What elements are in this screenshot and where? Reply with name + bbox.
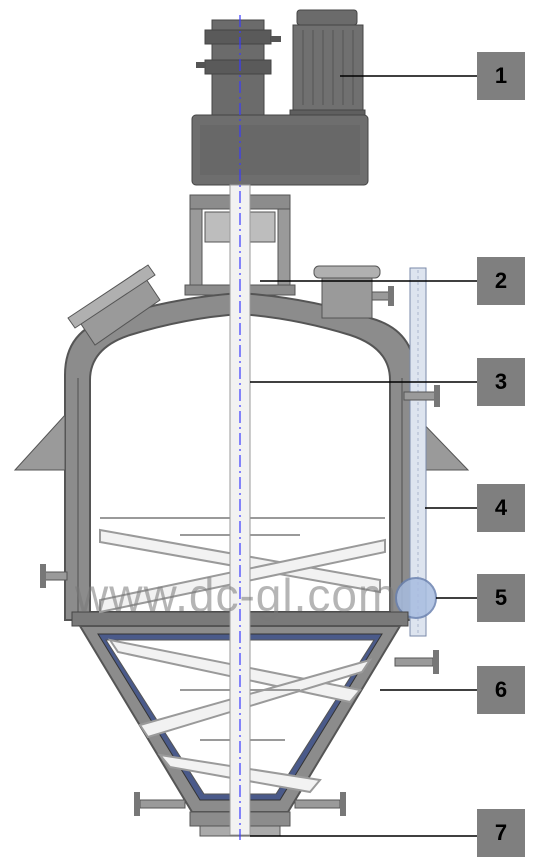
callout-2: 2: [477, 257, 525, 305]
watermark-text: www.dc-gl.com: [75, 569, 398, 621]
motor-icon: [289, 9, 366, 126]
leader-lines: [250, 75, 478, 837]
callout-1: 1: [477, 52, 525, 100]
level-gauge: [403, 267, 440, 637]
gearbox: [191, 19, 369, 186]
callout-6: 6: [477, 666, 525, 714]
nozzle-left: [40, 564, 68, 588]
callout-5: 5: [477, 574, 525, 622]
nozzle-cone-right: [394, 650, 439, 674]
support-lug-left: [13, 413, 66, 471]
callout-3: 3: [477, 358, 525, 406]
callout-4: 4: [477, 484, 525, 532]
callout-7: 7: [477, 809, 525, 857]
manhole-left: [67, 264, 161, 346]
nozzle-right-top: [313, 265, 394, 319]
